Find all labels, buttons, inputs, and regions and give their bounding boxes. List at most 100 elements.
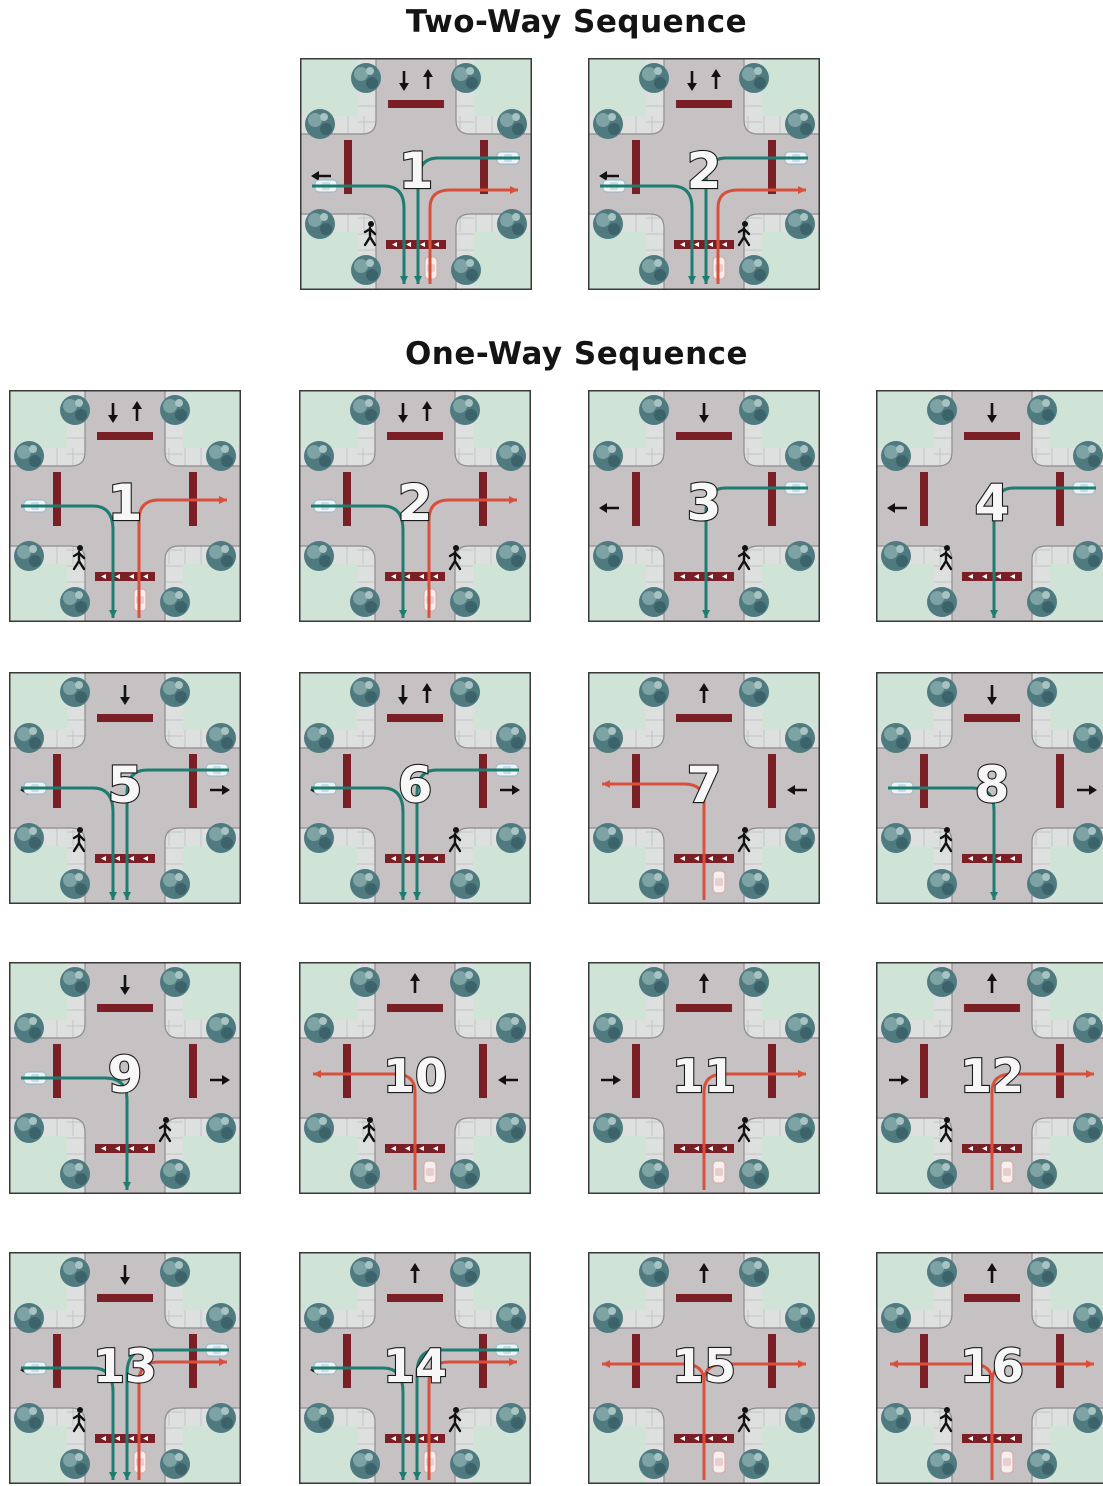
- step-number: 1: [399, 142, 434, 200]
- tree-icon: [785, 823, 815, 853]
- tree-icon: [350, 1449, 380, 1479]
- tree-icon: [206, 441, 236, 471]
- tree-icon: [881, 1013, 911, 1043]
- tree-icon: [593, 1113, 623, 1143]
- tree-icon: [1073, 1403, 1103, 1433]
- car-icon: [713, 1161, 725, 1183]
- two-way-tile-1: 1: [300, 58, 532, 290]
- tree-icon: [160, 1449, 190, 1479]
- tree-icon: [304, 1403, 334, 1433]
- step-number: 15: [672, 1339, 736, 1393]
- tree-icon: [593, 209, 623, 239]
- tree-icon: [1027, 677, 1057, 707]
- tree-icon: [785, 1013, 815, 1043]
- tree-icon: [496, 1303, 526, 1333]
- tree-icon: [927, 395, 957, 425]
- tree-icon: [739, 677, 769, 707]
- tree-icon: [350, 587, 380, 617]
- tree-icon: [160, 1159, 190, 1189]
- tree-icon: [593, 441, 623, 471]
- one-way-tile-16: 16: [876, 1252, 1103, 1484]
- two-way-sequence-heading: Two-Way Sequence: [25, 4, 1103, 40]
- tree-icon: [593, 541, 623, 571]
- tree-icon: [1073, 1013, 1103, 1043]
- tree-icon: [1073, 1303, 1103, 1333]
- one-way-tile-15: 15: [588, 1252, 820, 1484]
- tree-icon: [206, 1303, 236, 1333]
- one-way-tile-5: 5: [9, 672, 241, 904]
- tree-icon: [639, 967, 669, 997]
- tree-icon: [350, 1159, 380, 1189]
- step-number: 8: [975, 756, 1010, 814]
- step-number: 16: [960, 1339, 1024, 1393]
- step-number: 9: [108, 1046, 143, 1104]
- car-icon: [424, 1161, 436, 1183]
- tree-icon: [14, 1403, 44, 1433]
- one-way-tile-3: 3: [588, 390, 820, 622]
- tree-icon: [206, 1013, 236, 1043]
- tree-icon: [351, 255, 381, 285]
- tree-icon: [639, 395, 669, 425]
- tree-icon: [1027, 869, 1057, 899]
- tree-icon: [1027, 395, 1057, 425]
- tree-icon: [1073, 823, 1103, 853]
- tree-icon: [739, 1449, 769, 1479]
- tree-icon: [639, 587, 669, 617]
- step-number: 2: [398, 474, 433, 532]
- tree-icon: [14, 541, 44, 571]
- one-way-tile-10: 10: [299, 962, 531, 1194]
- tree-icon: [60, 1449, 90, 1479]
- tree-icon: [450, 677, 480, 707]
- tree-icon: [639, 677, 669, 707]
- tree-icon: [60, 1159, 90, 1189]
- car-icon: [713, 871, 725, 893]
- step-number: 5: [108, 756, 143, 814]
- step-number: 13: [93, 1339, 157, 1393]
- tree-icon: [739, 255, 769, 285]
- tree-icon: [785, 723, 815, 753]
- tree-icon: [206, 541, 236, 571]
- tree-icon: [160, 967, 190, 997]
- tree-icon: [739, 869, 769, 899]
- tree-icon: [160, 869, 190, 899]
- tree-icon: [739, 967, 769, 997]
- two-way-tile-2: 2: [588, 58, 820, 290]
- car-icon: [1001, 1451, 1013, 1473]
- tree-icon: [350, 869, 380, 899]
- tree-icon: [451, 63, 481, 93]
- tree-icon: [350, 1257, 380, 1287]
- tree-icon: [881, 1403, 911, 1433]
- tree-icon: [496, 1113, 526, 1143]
- tree-icon: [450, 1159, 480, 1189]
- tree-icon: [785, 541, 815, 571]
- step-number: 6: [398, 756, 433, 814]
- step-number: 4: [975, 474, 1010, 532]
- step-number: 3: [687, 474, 722, 532]
- tree-icon: [496, 541, 526, 571]
- tree-icon: [927, 1257, 957, 1287]
- one-way-sequence-heading: One-Way Sequence: [25, 336, 1103, 372]
- tree-icon: [450, 967, 480, 997]
- tree-icon: [304, 1303, 334, 1333]
- tree-icon: [451, 255, 481, 285]
- tree-icon: [350, 967, 380, 997]
- tree-icon: [14, 1113, 44, 1143]
- tree-icon: [350, 395, 380, 425]
- tree-icon: [1027, 587, 1057, 617]
- one-way-tile-6: 6: [299, 672, 531, 904]
- car-icon: [1001, 1161, 1013, 1183]
- tree-icon: [497, 109, 527, 139]
- tree-icon: [1073, 723, 1103, 753]
- tree-icon: [785, 109, 815, 139]
- tree-icon: [450, 395, 480, 425]
- one-way-tile-14: 14: [299, 1252, 531, 1484]
- tree-icon: [639, 1159, 669, 1189]
- tree-icon: [14, 823, 44, 853]
- tree-icon: [60, 395, 90, 425]
- tree-icon: [450, 869, 480, 899]
- tree-icon: [927, 1449, 957, 1479]
- tree-icon: [350, 677, 380, 707]
- tree-icon: [739, 1257, 769, 1287]
- tree-icon: [160, 395, 190, 425]
- tree-icon: [160, 587, 190, 617]
